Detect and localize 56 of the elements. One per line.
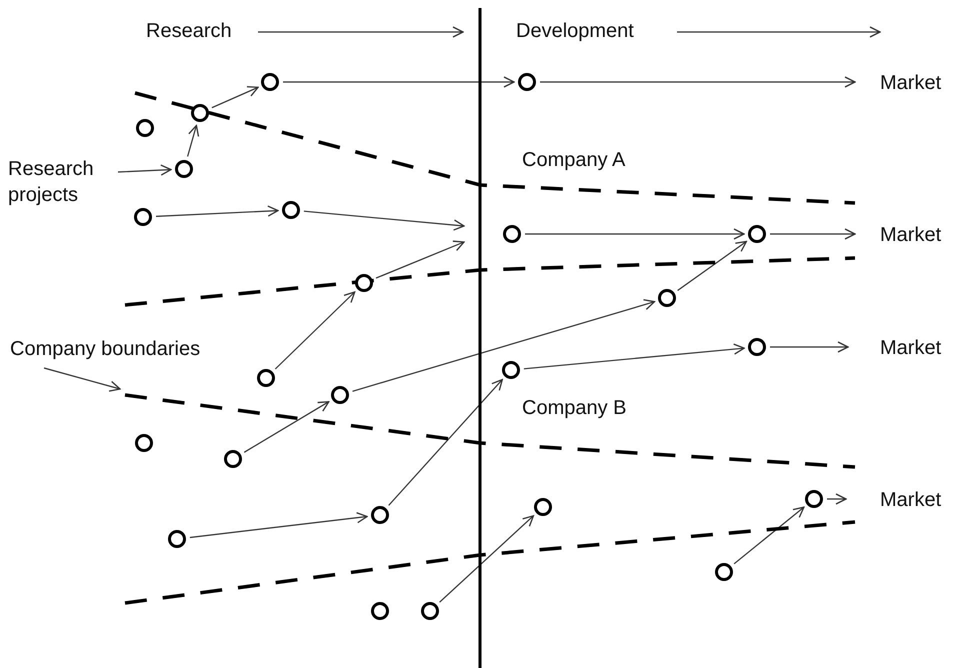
arrow [827, 493, 847, 505]
arrow [376, 240, 465, 279]
project-circle [136, 119, 154, 137]
arrow [212, 86, 259, 108]
project-circle [371, 602, 389, 620]
project-circle [168, 530, 186, 548]
arrow [770, 341, 849, 353]
arrow [190, 512, 368, 538]
arrow [352, 299, 656, 392]
leader-line [44, 367, 121, 392]
project-circle [135, 434, 153, 452]
project-circle [658, 289, 676, 307]
arrow [187, 124, 200, 157]
project-circle [331, 386, 349, 404]
node-label: Market [880, 70, 942, 96]
project-circle [261, 73, 279, 91]
project-circle [224, 450, 242, 468]
project-circle [534, 498, 552, 516]
arrow [677, 240, 748, 291]
project-circle [175, 160, 193, 178]
project-circle [748, 338, 766, 356]
project-circle [191, 104, 209, 122]
node-label: Market [880, 335, 942, 361]
arrow [244, 401, 330, 453]
arrow [388, 378, 503, 506]
arrow [540, 76, 856, 88]
arrow [274, 291, 356, 370]
project-circle [257, 369, 275, 387]
stage-heading: Research [146, 19, 232, 43]
arrow [439, 515, 534, 603]
project-circle [371, 506, 389, 524]
project-circle [134, 208, 152, 226]
arrow [734, 506, 805, 564]
project-circle [282, 201, 300, 219]
project-circle [421, 602, 439, 620]
project-circle [518, 73, 536, 91]
node-label: Research projects [8, 156, 112, 208]
arrow [283, 76, 515, 88]
project-circle [748, 225, 766, 243]
arrow [524, 344, 745, 370]
project-circle [805, 490, 823, 508]
arrow [118, 164, 172, 176]
project-circle [502, 361, 520, 379]
node-label: Company boundaries [10, 336, 200, 362]
project-circle [503, 225, 521, 243]
node-label: Market [880, 222, 942, 248]
stage-heading: Development [516, 19, 634, 43]
node-label: Market [880, 487, 942, 513]
project-circle [715, 563, 733, 581]
company-label: Company A [522, 148, 626, 172]
arrow [770, 228, 856, 240]
arrow [304, 210, 465, 231]
company-label: Company B [522, 396, 626, 420]
arrow [525, 228, 745, 240]
arrow [156, 205, 279, 217]
project-circle [355, 274, 373, 292]
